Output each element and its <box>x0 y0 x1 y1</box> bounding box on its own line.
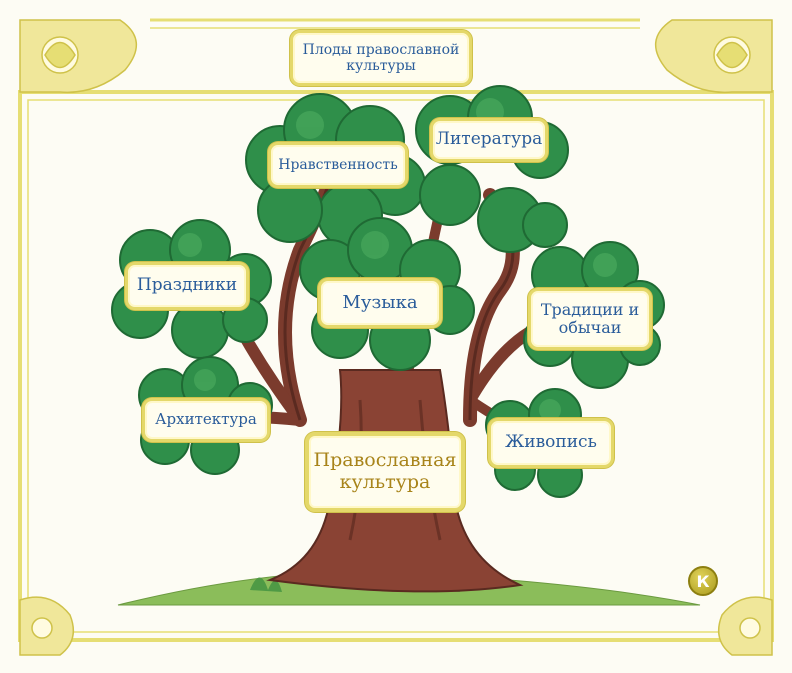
corner-ornament-top-left <box>19 19 138 94</box>
node-architecture-label: Архитектура <box>155 410 257 429</box>
corner-ornament-bottom-right <box>717 596 773 656</box>
node-morality-label: Нравственность <box>278 156 398 173</box>
node-morality: Нравственность <box>268 142 408 188</box>
next-nav-label: К <box>696 571 710 591</box>
node-literature: Литература <box>430 118 548 162</box>
node-music-label: Музыка <box>342 291 418 313</box>
node-literature-label: Литература <box>435 129 543 150</box>
corner-ornament-bottom-left <box>19 596 75 656</box>
ornamental-frame <box>18 18 774 642</box>
diagram-title: Плоды православной культуры <box>290 30 472 86</box>
node-center-line-1: Православная <box>313 449 457 472</box>
next-nav-button[interactable]: К <box>688 566 718 596</box>
node-painting: Живопись <box>488 418 614 468</box>
node-music: Музыка <box>318 278 442 328</box>
node-holidays-label: Праздники <box>136 275 238 296</box>
node-traditions: Традиции и обычаи <box>528 288 652 350</box>
node-center-line-2: культура <box>339 471 431 493</box>
node-traditions-line-1: Традиции и <box>540 299 640 319</box>
node-painting-label: Живопись <box>505 432 597 453</box>
node-architecture: Архитектура <box>142 398 270 442</box>
node-traditions-line-2: обычаи <box>558 318 622 337</box>
node-holidays: Праздники <box>125 262 249 310</box>
title-line-2: культуры <box>346 58 416 74</box>
node-center: Православная культура <box>305 432 465 512</box>
corner-ornament-top-right <box>654 19 773 94</box>
title-line-1: Плоды православной <box>302 41 460 58</box>
